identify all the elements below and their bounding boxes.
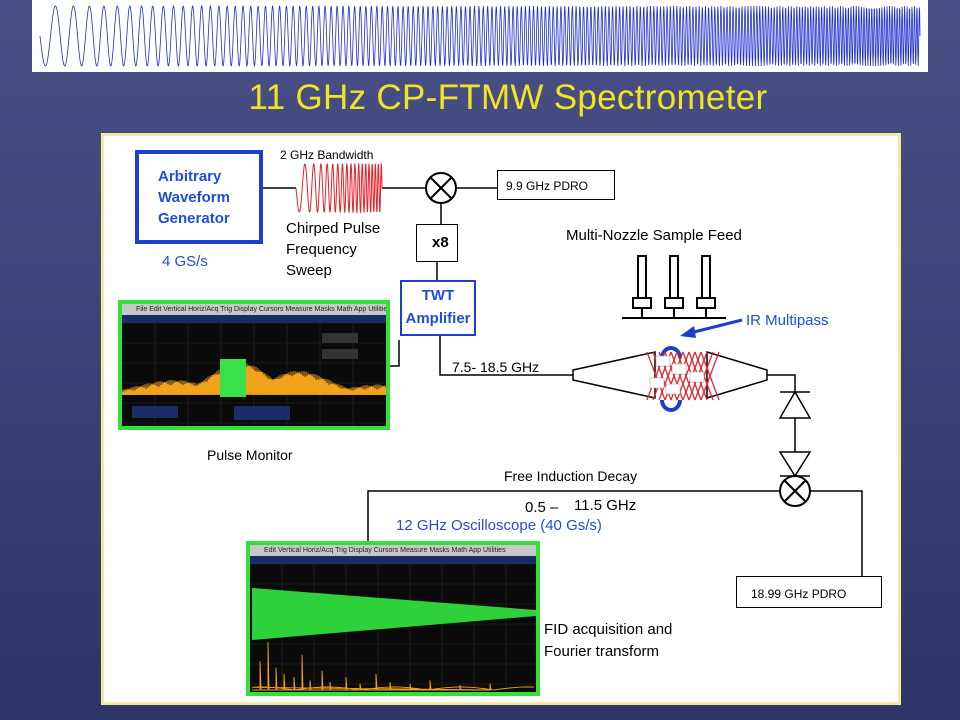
awg-line3: Generator — [158, 210, 230, 227]
chirp-label: Chirped Pulse Frequency Sweep — [286, 218, 380, 281]
pdro2-label: 18.99 GHz PDRO — [751, 587, 847, 601]
chirp-line2: Frequency — [286, 241, 357, 258]
awg-line2: Waveform — [158, 189, 230, 206]
chirp-waveform-banner — [32, 0, 928, 72]
fid-acquisition-label: FID acquisition and Fourier transform — [544, 619, 672, 663]
frequency-multiplier: x8 — [416, 224, 458, 262]
oscilloscope-label: 12 GHz Oscilloscope (40 Gs/s) — [396, 517, 602, 534]
fid-label: Free Induction Decay — [504, 468, 638, 484]
chirped-pulse-icon — [295, 162, 383, 214]
mixer-icon — [779, 475, 811, 507]
fid-acq-line1: FID acquisition and — [544, 621, 673, 638]
awg-label: Arbitrary Waveform Generator — [158, 166, 230, 229]
ir-crossing-pattern-icon — [646, 351, 720, 401]
arbitrary-waveform-generator — [135, 150, 263, 244]
chirp-bandwidth: 2 GHz Bandwidth — [280, 148, 374, 162]
scope-menu-bar-2: Edit Vertical Horiz/Acq Trig Display Cur… — [250, 545, 536, 556]
scope-menu-bar: File Edit Vertical Horiz/Acq Trig Displa… — [122, 304, 386, 315]
pulse-monitor-scope: File Edit Vertical Horiz/Acq Trig Displa… — [118, 300, 390, 430]
multiplier-label: x8 — [432, 234, 449, 251]
chirp-line3: Sweep — [286, 262, 332, 279]
fid-trace — [250, 564, 536, 692]
scope-status-bar — [122, 315, 386, 323]
fid-acq-line2: Fourier transform — [544, 643, 660, 660]
ir-multipass-label: IR Multipass — [746, 312, 829, 329]
twt-amplifier: TWT Amplifier — [400, 280, 476, 336]
output-band-high: 11.5 GHz — [574, 497, 637, 514]
pdro-9-9ghz: 9.9 GHz PDRO — [497, 170, 615, 200]
twt-line2: Amplifier — [405, 310, 471, 327]
scope-status-bar-2 — [250, 556, 536, 564]
awg-sample-rate: 4 GS/s — [162, 253, 208, 270]
mixer-icon — [425, 172, 457, 204]
chirp-line1: Chirped Pulse — [286, 220, 381, 237]
output-band-low: 0.5 – — [525, 499, 559, 516]
nozzle-label: Multi-Nozzle Sample Feed — [566, 227, 742, 244]
pdro1-label: 9.9 GHz PDRO — [506, 179, 589, 193]
awg-line1: Arbitrary — [158, 168, 222, 185]
ir-arrow-icon — [680, 318, 743, 338]
pdro-18-99ghz: 18.99 GHz PDRO — [736, 576, 882, 608]
pulse-monitor-label: Pulse Monitor — [207, 447, 293, 463]
fid-scope: Edit Vertical Horiz/Acq Trig Display Cur… — [246, 541, 540, 696]
input-band: 7.5- 18.5 GHz — [452, 359, 540, 375]
twt-line1: TWT — [421, 287, 455, 304]
horn-antenna-icon — [572, 350, 768, 400]
nozzle-icon — [622, 255, 726, 319]
page-title: 11 GHz CP-FTMW Spectrometer — [248, 78, 768, 117]
diode-switch-icon — [778, 390, 812, 478]
chirp-waveform-graphic — [39, 4, 921, 68]
ir-multipass-mirror-icon — [660, 346, 682, 412]
pulse-trace — [122, 323, 386, 426]
